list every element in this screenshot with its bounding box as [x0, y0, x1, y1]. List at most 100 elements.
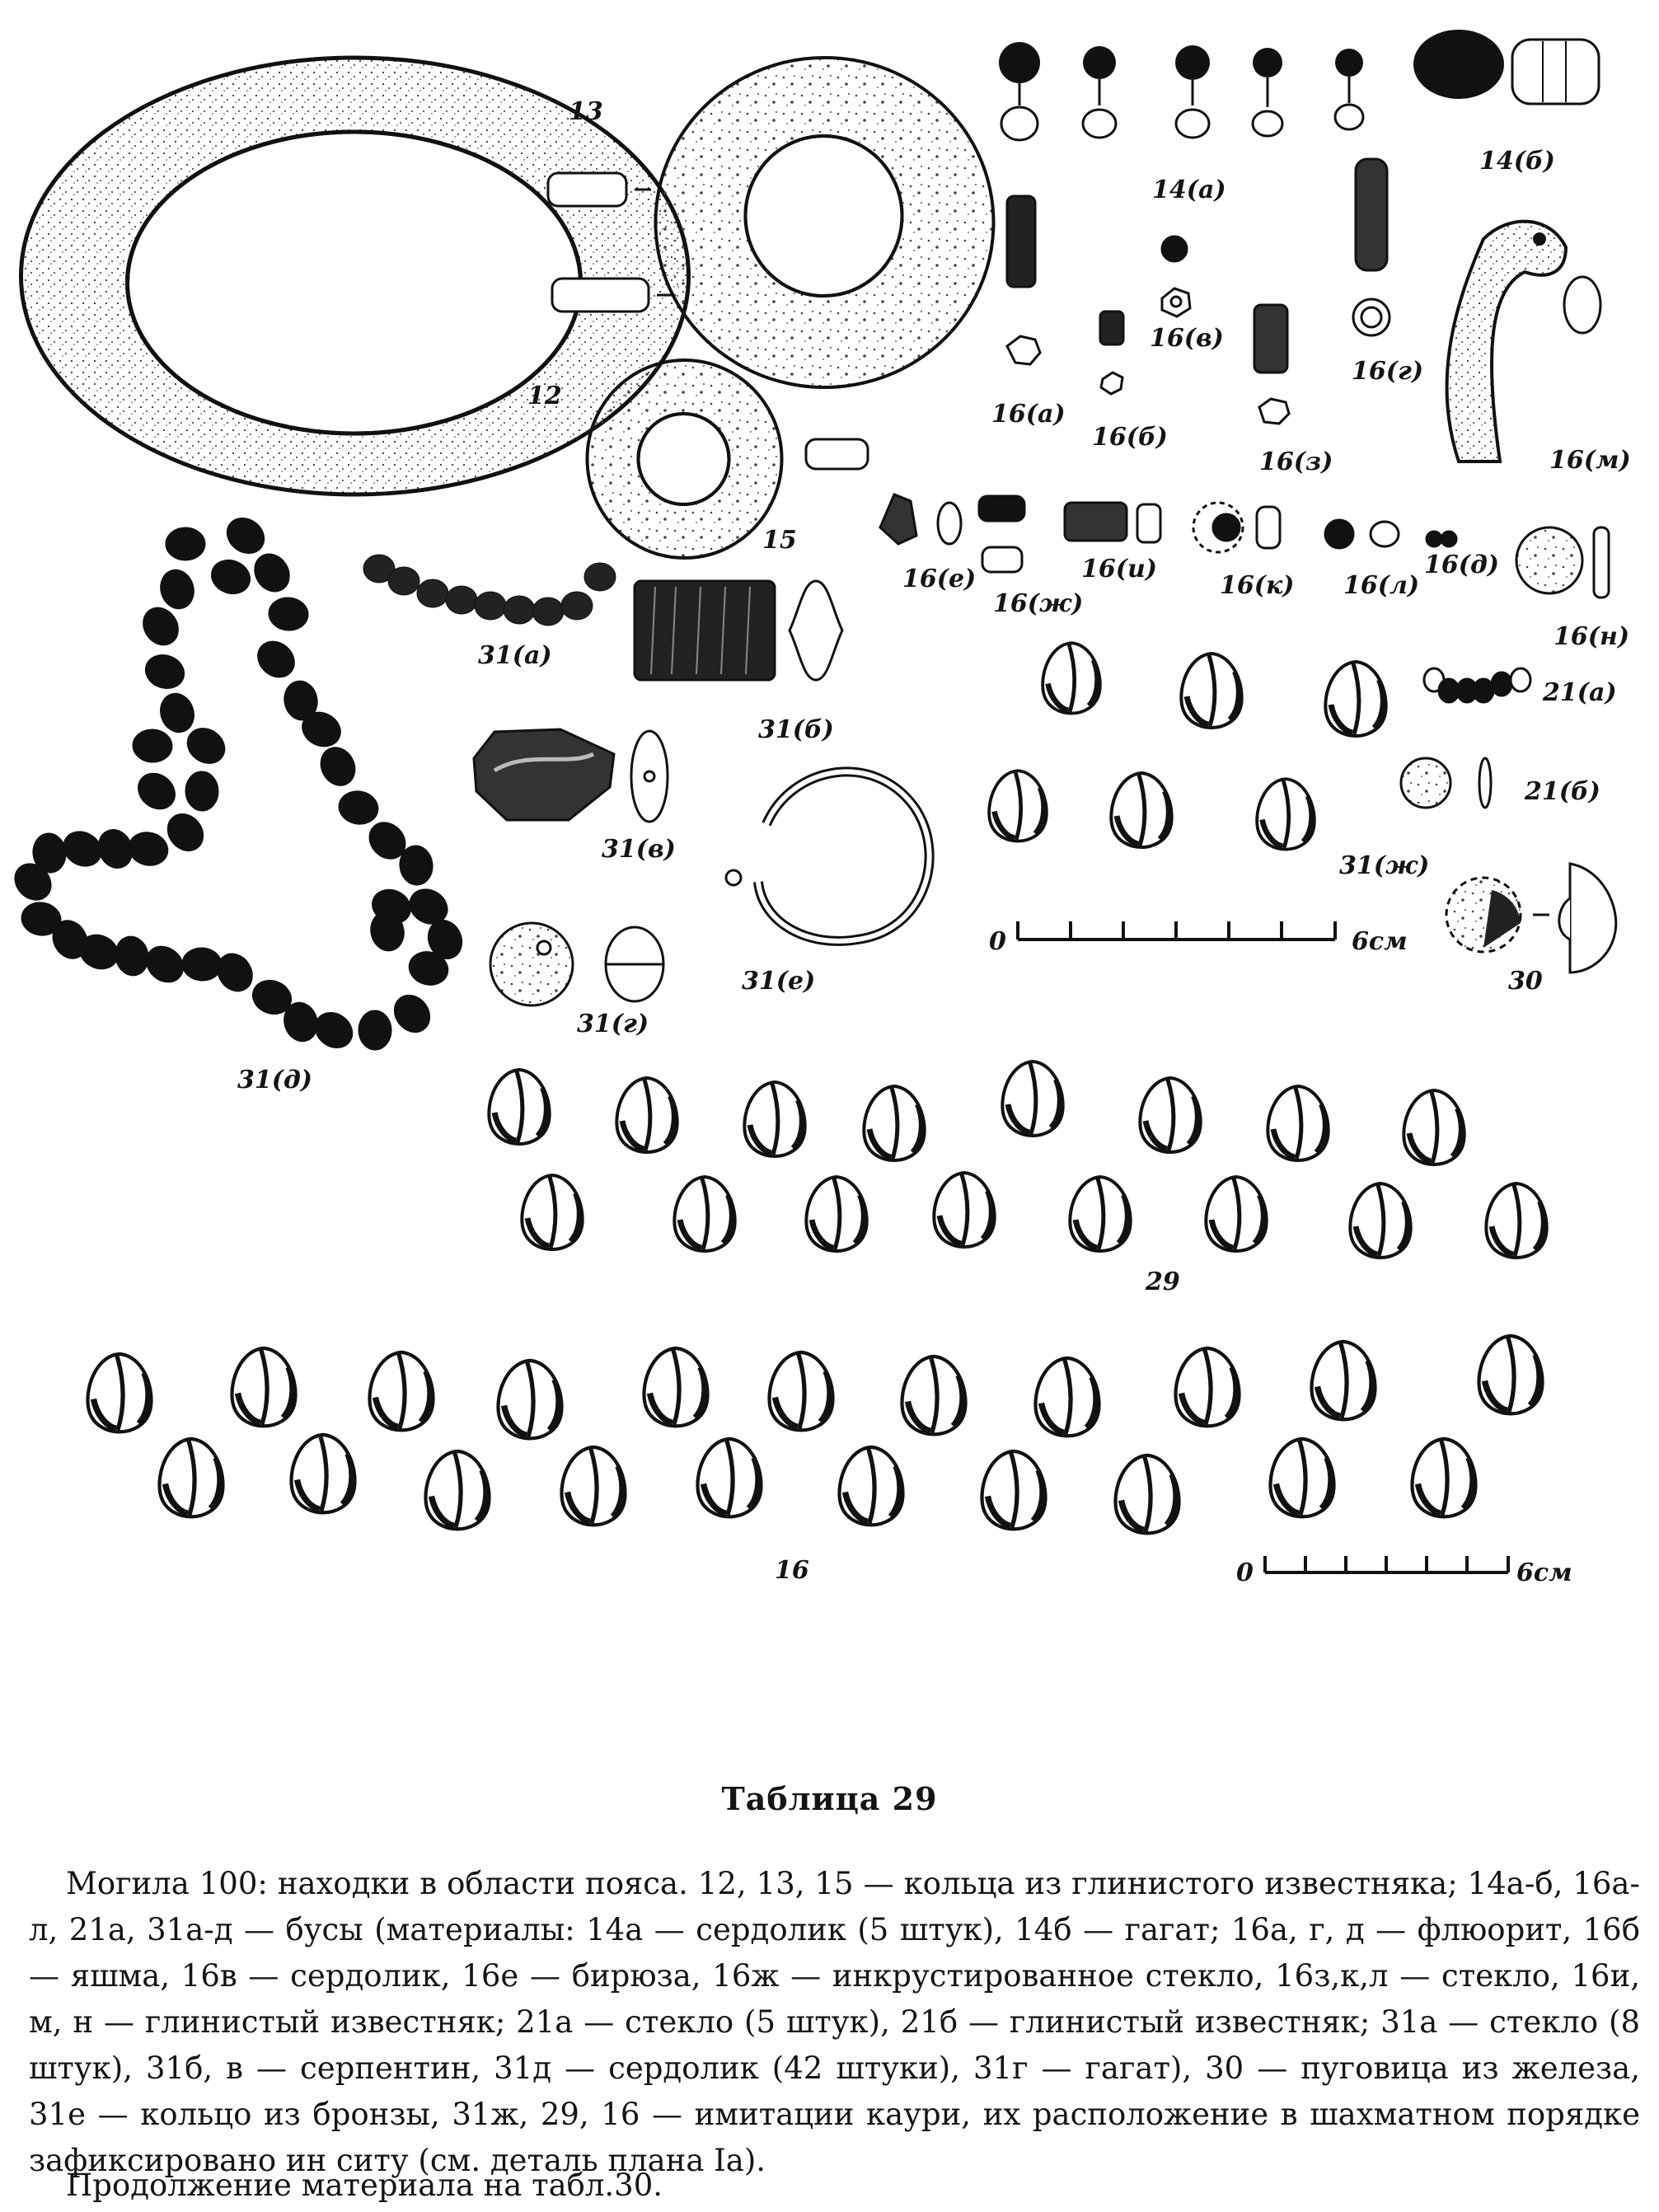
- cowrie-shell: [1255, 777, 1316, 851]
- button-30: [1445, 862, 1618, 974]
- necklace-bead: [254, 553, 290, 593]
- label-13: 13: [569, 97, 603, 126]
- necklace-bead: [210, 559, 251, 595]
- bead-14b: [1413, 30, 1600, 105]
- beads-16e-n: [879, 493, 1610, 599]
- label-16b: 16(б): [1092, 423, 1168, 452]
- necklace-bead: [474, 591, 507, 621]
- cowrie-shell: [862, 1084, 926, 1163]
- necklace-bead: [399, 845, 433, 886]
- cowrie-shell: [767, 1350, 835, 1432]
- caption-paragraph: Могила 100: находки в области пояса. 12,…: [29, 1866, 1640, 2178]
- label-16m: 16(м): [1549, 446, 1631, 475]
- necklace-31a: [363, 554, 616, 626]
- ring-31e: [724, 766, 935, 946]
- label-16l: 16(л): [1343, 571, 1419, 600]
- scale-bottom-unit: 6см: [1516, 1558, 1572, 1587]
- cowrie-shell: [1033, 1356, 1101, 1438]
- necklace-bead: [217, 953, 253, 992]
- necklace-bead: [393, 994, 431, 1033]
- cowrie-shell: [696, 1436, 763, 1519]
- necklace-bead: [372, 888, 411, 925]
- plate-drawing: 0 6см 0 6см 13 12 14(а) 14(б) 15 16(а) 1…: [14, 30, 1631, 1587]
- necklace-bead: [416, 579, 449, 608]
- necklace-bead: [387, 566, 420, 596]
- necklace-bead: [284, 1001, 318, 1043]
- label-21b: 21(б): [1524, 777, 1600, 806]
- necklace-bead: [427, 920, 463, 959]
- label-16e: 16(е): [902, 565, 976, 593]
- figure-labels: 13 12 14(а) 14(б) 15 16(а) 16(б) 16(в) 1…: [237, 97, 1631, 1585]
- cowries-16: [86, 1333, 1544, 1535]
- necklace-bead: [338, 790, 379, 825]
- cowrie-shell: [932, 1170, 996, 1249]
- label-16i: 16(и): [1081, 555, 1157, 583]
- cowrie-shell: [615, 1076, 679, 1155]
- beads-21: [1399, 667, 1532, 809]
- label-31zh: 31(ж): [1339, 851, 1429, 880]
- necklace-bead: [314, 1012, 354, 1048]
- scale-bottom-zero: 0: [1236, 1558, 1254, 1587]
- label-16g: 16(г): [1352, 357, 1423, 386]
- necklace-bead: [63, 831, 102, 867]
- necklace-bead: [132, 729, 173, 763]
- necklace-bead: [143, 607, 179, 646]
- cowrie-shell: [1268, 1436, 1336, 1519]
- scale-top-zero: 0: [989, 927, 1006, 956]
- cowrie-shell: [1174, 1346, 1241, 1428]
- cowrie-shell: [1310, 1339, 1377, 1422]
- necklace-bead: [144, 654, 185, 689]
- ring-13: [19, 55, 691, 497]
- cowrie-shell: [230, 1346, 298, 1428]
- cowrie-shell: [1041, 641, 1102, 715]
- necklace-bead: [166, 813, 204, 852]
- cowrie-shell: [1138, 1076, 1202, 1155]
- cowrie-shell: [487, 1067, 551, 1146]
- necklace-bead: [503, 595, 536, 625]
- cowrie-shell: [1348, 1181, 1413, 1260]
- necklace-bead: [226, 517, 265, 555]
- label-14b: 14(б): [1479, 147, 1555, 176]
- cowrie-shell: [987, 769, 1048, 843]
- necklace-bead: [560, 591, 593, 621]
- label-31a: 31(а): [478, 641, 552, 670]
- pendant-16m: [1445, 219, 1602, 463]
- label-31b: 31(б): [758, 715, 834, 744]
- necklace-bead: [583, 562, 616, 592]
- cowrie-shell: [837, 1445, 905, 1527]
- cowrie-shell: [1068, 1174, 1132, 1254]
- cowrie-shell: [496, 1358, 564, 1441]
- bead-31b: [633, 579, 844, 682]
- cowrie-shell: [900, 1354, 968, 1436]
- scale-top-unit: 6см: [1352, 927, 1408, 956]
- necklace-bead: [128, 832, 169, 866]
- cowrie-shell: [157, 1436, 225, 1519]
- necklace-31d: [14, 517, 463, 1051]
- cowrie-shell: [520, 1173, 584, 1252]
- necklace-bead: [160, 569, 194, 610]
- label-16k: 16(к): [1220, 571, 1294, 600]
- label-31d: 31(д): [237, 1066, 312, 1094]
- necklace-bead: [257, 640, 295, 678]
- label-16n: 16(н): [1554, 622, 1629, 651]
- bead-31g: [489, 921, 665, 1007]
- ring-12: [654, 56, 996, 389]
- label-30: 30: [1508, 967, 1543, 996]
- necklace-bead: [532, 597, 565, 626]
- necklace-bead: [181, 947, 223, 982]
- label-15: 15: [762, 526, 797, 555]
- necklace-bead: [368, 822, 406, 860]
- cowrie-shell: [1402, 1088, 1466, 1167]
- necklace-bead: [408, 951, 449, 986]
- necklace-bead: [21, 902, 62, 936]
- cowrie-shell: [289, 1432, 357, 1515]
- cowrie-shell: [1001, 1059, 1065, 1138]
- beads-16a-g: [1005, 157, 1391, 425]
- cowries-29: [487, 1059, 1549, 1260]
- cowrie-shell: [1113, 1453, 1181, 1535]
- necklace-bead: [186, 728, 226, 764]
- label-31v: 31(в): [602, 835, 676, 864]
- necklace-bead: [320, 747, 356, 786]
- cowrie-shell: [673, 1174, 737, 1254]
- scale-bar-bottom: [1263, 1556, 1510, 1574]
